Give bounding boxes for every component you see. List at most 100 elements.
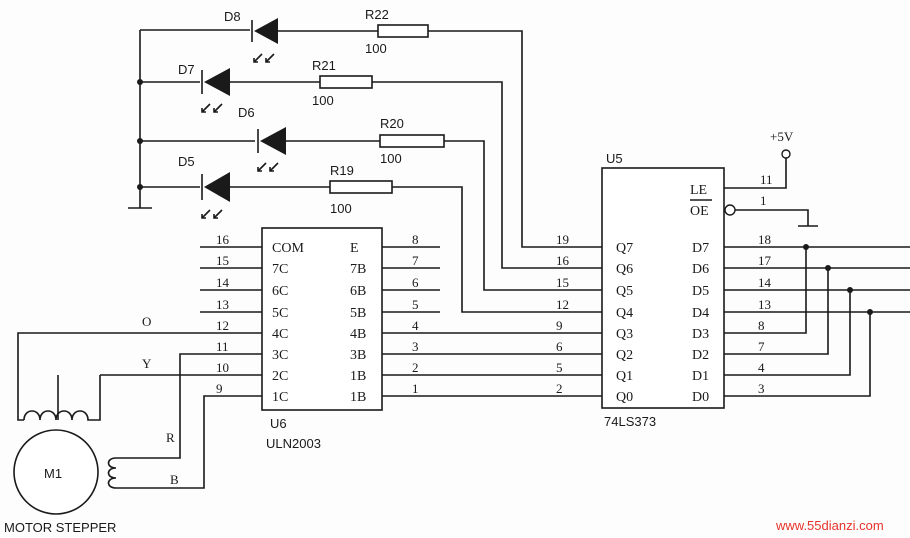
u5-left-label-7: Q0 — [616, 390, 633, 405]
resistor-r22-label: R22 — [365, 7, 389, 22]
u6-left-pin-4: 12 — [216, 318, 229, 333]
u6-right-label-5: 3B — [350, 348, 366, 363]
u6-left-label-0: COM — [272, 241, 304, 256]
resistor-r19-value: 100 — [330, 201, 352, 216]
motor-caption: MOTOR STEPPER — [4, 520, 116, 535]
u5-left-pin-2: 15 — [556, 275, 569, 290]
u6-right-pin-5: 3 — [412, 339, 419, 354]
stepper-motor: M1 MOTOR STEPPER O Y R B — [4, 314, 262, 535]
resistor-r20 — [379, 134, 445, 148]
u5-right-label-4: D3 — [692, 327, 709, 342]
u5-left-pin-4: 9 — [556, 318, 563, 333]
u6-right-pin-0: 8 — [412, 232, 419, 247]
led-d7: D7 — [178, 62, 320, 113]
u5-right-label-2: D5 — [692, 284, 709, 299]
u5-right-label-0: D7 — [692, 241, 709, 256]
u5-right-pin-5: 7 — [758, 339, 765, 354]
motor-body — [13, 429, 99, 515]
u6-right-label-0: E — [350, 241, 359, 256]
u6-left-label-3: 5C — [272, 306, 288, 321]
u5-left-label-5: Q2 — [616, 348, 633, 363]
ic-u5-ref: U5 — [606, 151, 623, 166]
u6-right-pin-7: 1 — [412, 381, 419, 396]
u5-left-label-4: Q3 — [616, 327, 633, 342]
wire-b-label: B — [170, 472, 179, 487]
led-d5: D5 — [178, 154, 330, 219]
u5-right-label-6: D1 — [692, 369, 709, 384]
resistor-r21-label: R21 — [312, 58, 336, 73]
u5-right-label-1: D6 — [692, 262, 709, 277]
resistor-r19-label: R19 — [330, 163, 354, 178]
resistor-r22 — [377, 24, 429, 38]
u6-left-pin-0: 16 — [216, 232, 230, 247]
ic-u5-part: 74LS373 — [604, 414, 656, 429]
led-d5-label: D5 — [178, 154, 195, 169]
u5-right-label-5: D2 — [692, 348, 709, 363]
u6-right-label-2: 6B — [350, 284, 366, 299]
resistor-r20-value: 100 — [380, 151, 402, 166]
ic-u6-ref: U6 — [270, 416, 287, 431]
u5-right-pin-2: 14 — [758, 275, 772, 290]
u5-left-pin-7: 2 — [556, 381, 563, 396]
u5-left-label-3: Q4 — [616, 306, 633, 321]
u5-left-pin-1: 16 — [556, 253, 570, 268]
led-d6: D6 — [238, 105, 380, 172]
u5-right-pin-7: 3 — [758, 381, 765, 396]
u6-left-pin-5: 11 — [216, 339, 229, 354]
watermark: www.55dianzi.com — [775, 518, 884, 533]
supply-label: +5V — [770, 129, 794, 144]
u6-right-pin-4: 4 — [412, 318, 419, 333]
wire-y-label: Y — [142, 356, 152, 371]
ic-u5-oe-label: OE — [690, 204, 709, 219]
u6-left-pin-7: 9 — [216, 381, 223, 396]
resistor-r19 — [329, 180, 393, 194]
u5-right-pin-4: 8 — [758, 318, 765, 333]
u6-left-label-1: 7C — [272, 262, 288, 277]
resistor-r21-value: 100 — [312, 93, 334, 108]
u6-left-pin-2: 14 — [216, 275, 230, 290]
led-d8-label: D8 — [224, 9, 241, 24]
wire-r-label: R — [166, 430, 175, 445]
ic-u5-le-pin: 11 — [760, 172, 773, 187]
ic-u5-body — [601, 167, 725, 409]
u6-left-pin-1: 15 — [216, 253, 229, 268]
resistor-r22-value: 100 — [365, 41, 387, 56]
u6-right-label-4: 4B — [350, 327, 366, 342]
u6-right-label-1: 7B — [350, 262, 366, 277]
led-d6-label: D6 — [238, 105, 255, 120]
u6-right-label-3: 5B — [350, 306, 366, 321]
u5-left-pin-0: 19 — [556, 232, 569, 247]
u5-right-pin-6: 4 — [758, 360, 765, 375]
u5-left-label-0: Q7 — [616, 241, 633, 256]
u5-left-pin-3: 12 — [556, 297, 569, 312]
u5-left-pin-6: 5 — [556, 360, 563, 375]
resistor-r21 — [319, 75, 373, 89]
u6-left-label-7: 1C — [272, 390, 288, 405]
u6-right-pin-2: 6 — [412, 275, 419, 290]
vcc-terminal — [781, 149, 791, 159]
motor-ref: M1 — [44, 466, 62, 481]
ic-u5-le-label: LE — [690, 183, 707, 198]
u6-left-label-4: 4C — [272, 327, 288, 342]
u5-right-pin-1: 17 — [758, 253, 772, 268]
u5-right-pin-0: 18 — [758, 232, 771, 247]
resistor-r20-label: R20 — [380, 116, 404, 131]
u6-left-label-2: 6C — [272, 284, 288, 299]
ic-u6-body — [261, 227, 383, 411]
led-d7-label: D7 — [178, 62, 195, 77]
u5-right-pin-3: 13 — [758, 297, 771, 312]
wire-o-label: O — [142, 314, 151, 329]
led-d8: D8 — [224, 9, 378, 63]
data-bus — [724, 244, 910, 397]
u6-right-pin-6: 2 — [412, 360, 419, 375]
u5-right-label-7: D0 — [692, 390, 709, 405]
u6-left-pin-3: 13 — [216, 297, 229, 312]
led-bank: D8 R22 100 D7 R21 100 D6 R20 100 — [128, 7, 562, 313]
u5-right-label-3: D4 — [692, 306, 709, 321]
ic-u6-part: ULN2003 — [266, 436, 321, 451]
u5-left-label-6: Q1 — [616, 369, 633, 384]
u5-left-label-1: Q6 — [616, 262, 633, 277]
